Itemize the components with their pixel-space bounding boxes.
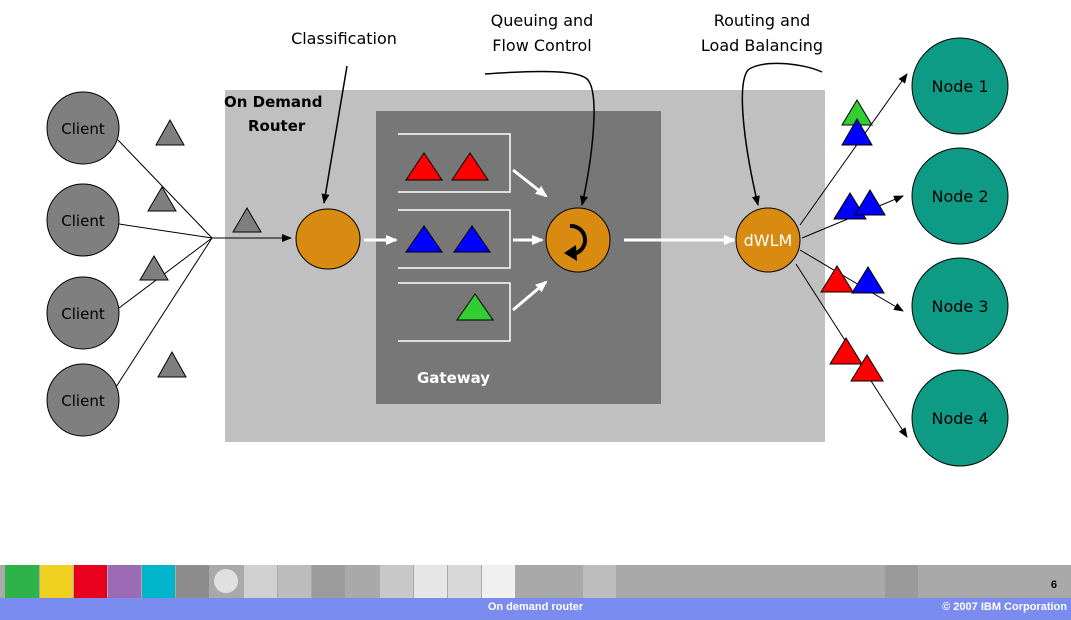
queue-triangle-blue (453, 225, 491, 253)
node-label: Node 4 (931, 409, 988, 428)
queue-triangle-green (456, 293, 494, 321)
client-2: Client (46, 183, 120, 257)
routing-label-line1: Routing and (714, 11, 811, 30)
client-label: Client (61, 212, 105, 230)
dwlm-to-node-3 (799, 249, 904, 312)
request-triangle (139, 255, 169, 281)
request-triangle (157, 350, 187, 378)
footer-image-strip (0, 565, 1071, 598)
request-triangle (155, 118, 185, 146)
client-2-connector (118, 223, 213, 239)
outbound-triangle-red (829, 337, 863, 365)
client-label: Client (61, 392, 105, 410)
gateway-box (376, 111, 661, 404)
queuing-label-line2: Flow Control (492, 36, 591, 55)
classifier-circle (295, 208, 361, 270)
outbound-triangle-blue (854, 189, 886, 216)
footer-copyright: © 2007 IBM Corporation (942, 601, 1067, 613)
client-1-connector (117, 139, 213, 239)
outbound-triangle-red (850, 354, 884, 382)
queue-triangle-red (405, 152, 443, 181)
node-4: Node 4 (911, 369, 1009, 467)
queue-slot-2 (398, 209, 511, 269)
client-3: Client (46, 276, 120, 350)
footer-bar: On demand router © 2007 IBM Corporation (0, 598, 1071, 620)
client-4: Client (46, 363, 120, 437)
client-1: Client (46, 91, 120, 165)
odr-label-line2: Router (248, 117, 306, 135)
queuing-label-line1: Queuing and (491, 11, 594, 30)
queuing-pointer (484, 70, 595, 206)
node-label: Node 3 (931, 297, 988, 316)
queue-triangle-red (451, 152, 489, 181)
client-4-connector (115, 237, 213, 388)
outbound-triangle-red (820, 265, 854, 293)
footer-title: On demand router (487, 601, 584, 613)
queue-slot-3 (398, 282, 511, 342)
dwlm-circle (735, 207, 801, 273)
node-2: Node 2 (911, 147, 1009, 245)
odr-label-line1: On Demand (224, 93, 322, 111)
queue-triangle-blue (405, 225, 443, 253)
node-1: Node 1 (911, 37, 1009, 135)
node-3: Node 3 (911, 257, 1009, 355)
routing-label-line2: Load Balancing (701, 36, 823, 55)
client-3-connector (118, 237, 213, 309)
queue-3-to-scheduler-arrow (512, 280, 548, 312)
client-label: Client (61, 120, 105, 138)
dwlm-to-node-1 (799, 73, 908, 226)
cycle-icon-arrowhead (564, 245, 577, 261)
queue-slot-1 (398, 133, 511, 193)
request-triangle (232, 207, 262, 233)
gateway-label: Gateway (417, 369, 490, 387)
node-label: Node 1 (931, 77, 988, 96)
outbound-triangle-blue (841, 117, 873, 146)
node-label: Node 2 (931, 187, 988, 206)
cycle-icon (569, 223, 588, 256)
queue-1-to-scheduler-arrow (512, 168, 548, 198)
outbound-triangle-blue (851, 266, 885, 294)
classification-label: Classification (291, 29, 397, 48)
classification-pointer (321, 65, 348, 204)
dwlm-label: dWLM (744, 231, 793, 250)
request-triangle (147, 186, 177, 212)
client-label: Client (61, 305, 105, 323)
slide-number: 6 (1050, 579, 1057, 591)
scheduler-circle (545, 207, 611, 273)
routing-pointer (741, 62, 823, 206)
